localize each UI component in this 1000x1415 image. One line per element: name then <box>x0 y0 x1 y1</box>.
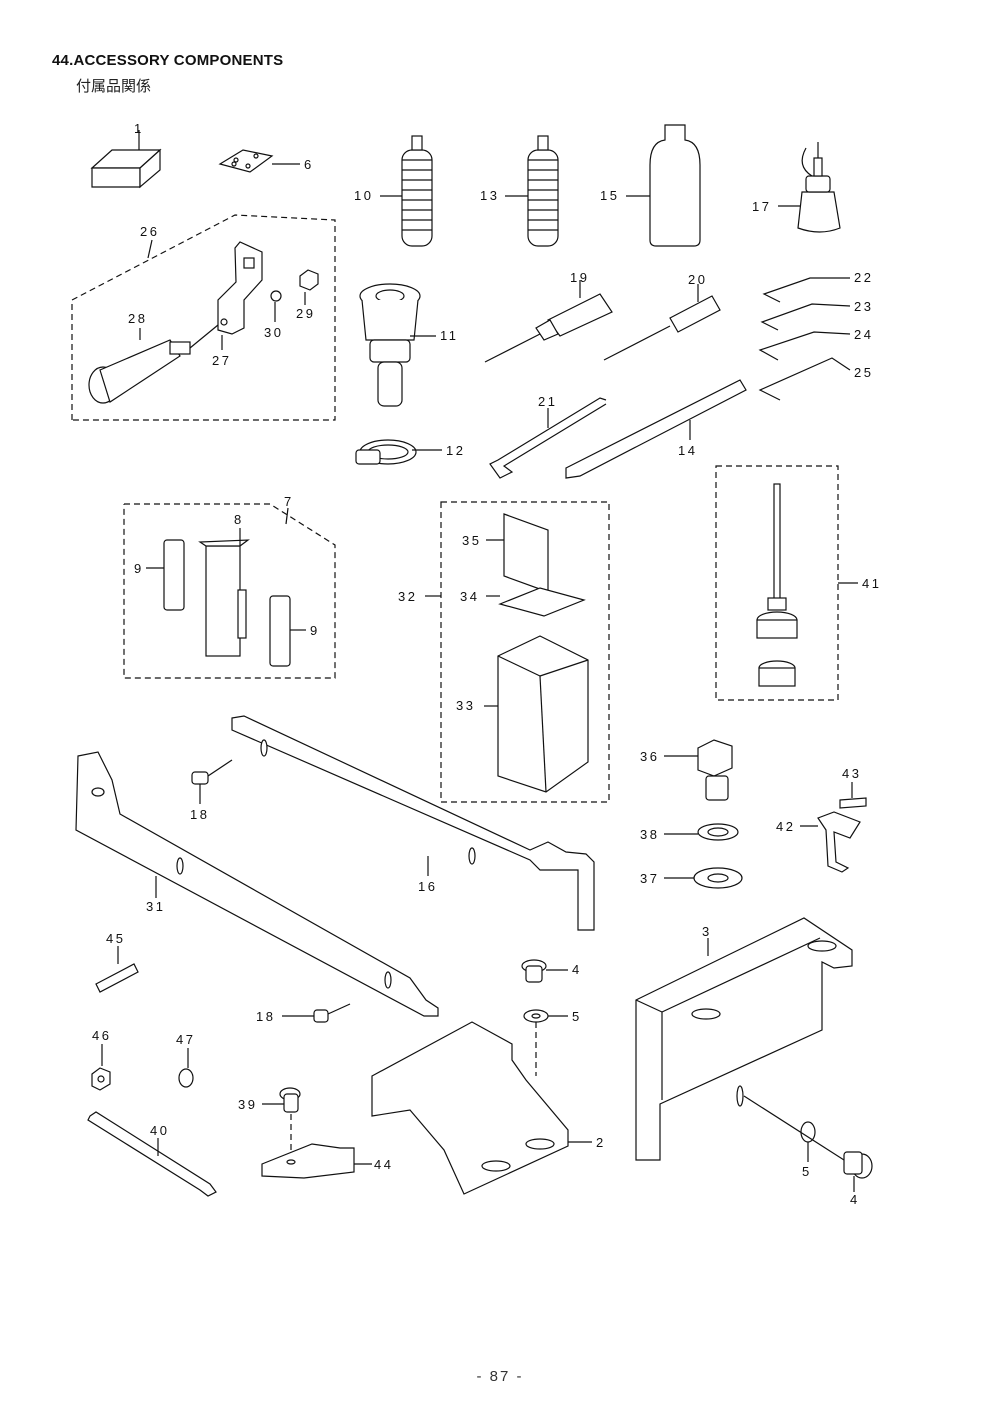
callout-46: 46 <box>92 1028 111 1043</box>
callout-5: 5 <box>802 1164 812 1179</box>
callout-42: 42 <box>776 819 795 834</box>
group-32 <box>425 501 610 803</box>
callout-1: 1 <box>134 121 144 136</box>
callout-3: 3 <box>702 924 712 939</box>
part-2-bracket <box>371 1021 592 1195</box>
callout-28: 28 <box>128 311 147 326</box>
part-44-plate <box>261 1143 372 1179</box>
part-39-screw <box>262 1087 301 1158</box>
callout-24: 24 <box>854 327 873 342</box>
part-21-tool <box>489 397 607 479</box>
callout-11: 11 <box>440 328 459 343</box>
part-4-screw <box>521 959 873 1192</box>
callout-43: 43 <box>842 766 861 781</box>
callout-35: 35 <box>462 533 481 548</box>
part-13-spring <box>505 135 559 247</box>
callout-15: 15 <box>600 188 619 203</box>
callout-44: 44 <box>374 1157 393 1172</box>
callout-6: 6 <box>304 157 314 172</box>
callout-34: 34 <box>460 589 479 604</box>
callout-25: 25 <box>854 365 873 380</box>
callout-4: 4 <box>572 962 582 977</box>
callout-36: 36 <box>640 749 659 764</box>
part-20-screwdriver <box>603 284 721 361</box>
part-31-bracket <box>75 751 439 1017</box>
part-14-tool <box>565 379 747 479</box>
callout-9: 9 <box>134 561 144 576</box>
callout-37: 37 <box>640 871 659 886</box>
part-40-cable-tie <box>87 1111 217 1197</box>
part-47-washer <box>178 1048 194 1088</box>
part-16-bracket <box>231 715 595 931</box>
page-number: - 87 - <box>476 1368 524 1385</box>
callout-10: 10 <box>354 188 373 203</box>
part-46-nut <box>91 1044 111 1091</box>
callout-9: 9 <box>310 623 320 638</box>
callout-27: 27 <box>212 353 231 368</box>
callout-7: 7 <box>284 494 294 509</box>
part-10-spring <box>380 135 433 247</box>
callout-22: 22 <box>854 270 873 285</box>
callout-8: 8 <box>234 512 244 527</box>
callout-12: 12 <box>446 443 465 458</box>
callout-4: 4 <box>850 1192 860 1207</box>
callout-31: 31 <box>146 899 165 914</box>
part-17-oiler <box>778 142 841 233</box>
callout-38: 38 <box>640 827 659 842</box>
callout-47: 47 <box>176 1032 195 1047</box>
callout-20: 20 <box>688 272 707 287</box>
callout-33: 33 <box>456 698 475 713</box>
callout-2: 2 <box>596 1135 606 1150</box>
part-36-bolt <box>664 739 733 801</box>
callout-17: 17 <box>752 199 771 214</box>
group-41 <box>715 465 858 701</box>
callout-21: 21 <box>538 394 557 409</box>
part-18-screw <box>191 759 351 1023</box>
callout-19: 19 <box>570 270 589 285</box>
part-42-spring-plate <box>800 782 867 873</box>
page-title: 44.ACCESSORY COMPONENTS <box>52 52 284 69</box>
part-5-washer <box>523 1009 845 1162</box>
callout-26: 26 <box>140 224 159 239</box>
callout-18: 18 <box>190 807 209 822</box>
callout-32: 32 <box>398 589 417 604</box>
part-1-block <box>90 130 162 189</box>
part-11-fitting <box>359 283 436 407</box>
callout-45: 45 <box>106 931 125 946</box>
part-38-washer <box>664 823 739 841</box>
callout-23: 23 <box>854 299 873 314</box>
part-19-screwdriver <box>484 280 613 363</box>
part-12-clamp <box>355 439 442 465</box>
callout-16: 16 <box>418 879 437 894</box>
group-7 <box>123 503 336 679</box>
callout-41: 41 <box>862 576 881 591</box>
part-22-25-hex-keys <box>758 277 851 401</box>
callout-13: 13 <box>480 188 499 203</box>
part-3-bracket <box>635 917 853 1161</box>
callout-18: 18 <box>256 1009 275 1024</box>
callout-5: 5 <box>572 1009 582 1024</box>
page-subtitle: 付属品関係 <box>76 78 152 95</box>
callout-29: 29 <box>296 306 315 321</box>
part-6-plate <box>218 149 300 173</box>
group-26 <box>71 214 336 421</box>
part-37-washer <box>664 867 743 889</box>
callout-40: 40 <box>150 1123 169 1138</box>
part-15-bottle <box>626 124 701 247</box>
callout-30: 30 <box>264 325 283 340</box>
callout-14: 14 <box>678 443 697 458</box>
part-45-set-screw <box>95 946 139 993</box>
callout-39: 39 <box>238 1097 257 1112</box>
